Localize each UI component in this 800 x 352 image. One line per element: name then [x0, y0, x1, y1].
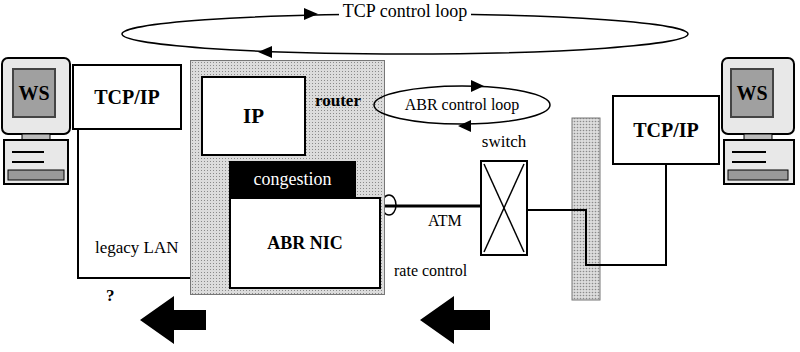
protocol-box: TCP/IP [72, 64, 182, 130]
loop-ellipse: ABR control loop [372, 84, 552, 126]
connector-line [381, 205, 480, 208]
nic-box: ABR NIC [229, 197, 381, 289]
node-text: WS [736, 82, 767, 105]
loop-arrowhead [304, 8, 318, 20]
loop-ellipse: TCP control loop [120, 12, 690, 56]
ip-box: IP [201, 76, 306, 156]
monitor-frame [722, 58, 794, 134]
node-text: TCP/IP [94, 86, 160, 109]
computer-base [4, 140, 68, 184]
node-text: ABR control loop [405, 96, 520, 114]
monitor-frame [2, 58, 70, 134]
node-text: router [315, 91, 361, 111]
drive-slot [12, 161, 44, 163]
node-text: switch [462, 132, 546, 152]
direction-arrow [420, 296, 490, 344]
node-text: ABR NIC [267, 233, 343, 254]
router-box: routerIP congestionABR NIC [190, 60, 385, 295]
annotation-label: ? [106, 286, 115, 306]
edge-label: ATM [428, 212, 462, 230]
node-text: IP [243, 104, 264, 129]
drive-slot [732, 151, 766, 153]
workstation-screen: WS [12, 68, 56, 118]
congestion-box: congestion [229, 161, 356, 197]
keyboard [728, 170, 788, 180]
switch: switch [462, 126, 546, 256]
drive-slot [732, 161, 766, 163]
protocol-box: TCP/IP [612, 95, 720, 165]
loop-arrowhead [458, 120, 471, 132]
switch-cross [482, 162, 526, 254]
edge-label: legacy LAN [95, 238, 179, 258]
direction-arrow [140, 296, 206, 344]
switch-box [480, 160, 528, 256]
computer-base [724, 140, 794, 184]
workstation-screen: WS [730, 68, 774, 118]
node-text: WS [18, 82, 49, 105]
node-text: congestion [254, 169, 332, 190]
annotation-label: rate control [394, 262, 467, 280]
keyboard [8, 170, 64, 180]
node-text: TCP control loop [339, 1, 471, 22]
drive-slot [12, 151, 44, 153]
node-text: TCP/IP [633, 119, 699, 142]
connector-line [528, 165, 666, 265]
